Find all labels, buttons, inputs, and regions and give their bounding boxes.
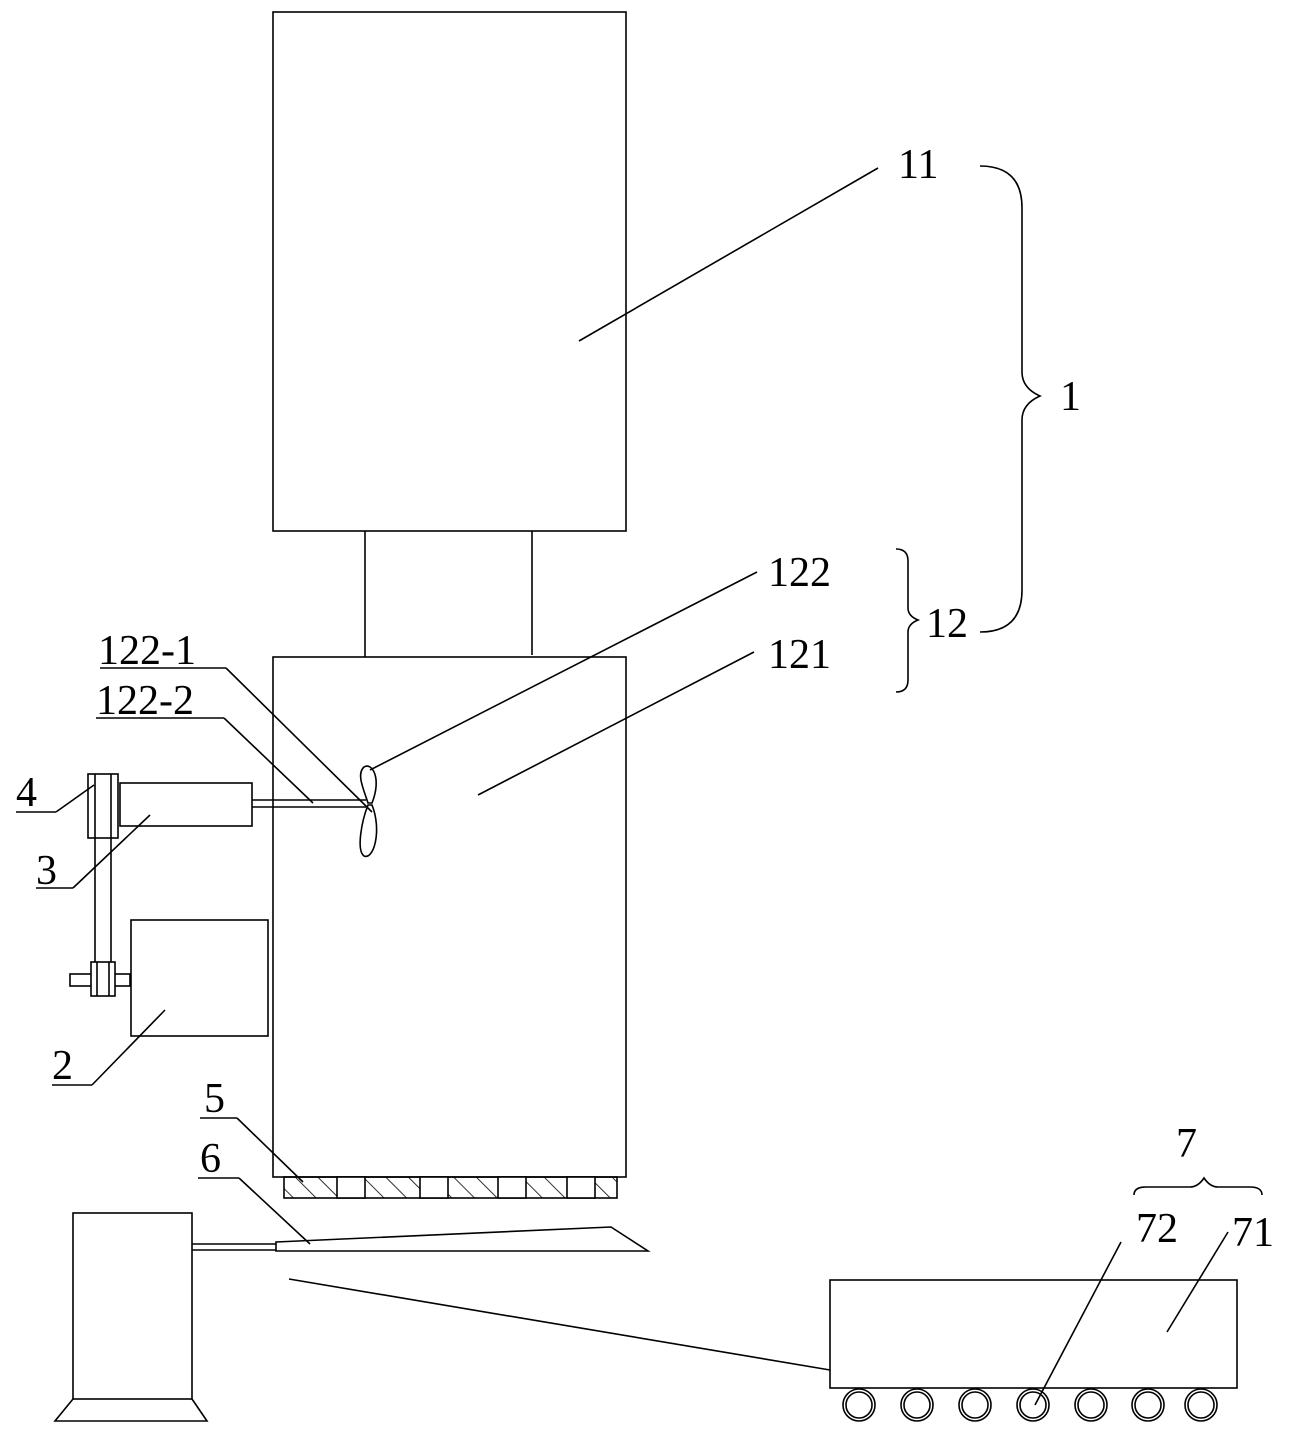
motor-pulley <box>69 961 131 997</box>
conveyor-slope <box>288 1278 831 1371</box>
bottom-plate-5 <box>283 1176 618 1199</box>
label-4: 4 <box>16 770 37 816</box>
label-122-1: 122-1 <box>98 628 196 674</box>
label-72: 72 <box>1136 1206 1178 1252</box>
leader-lines <box>16 167 1229 1406</box>
lower-tank-121 <box>272 656 627 1178</box>
label-1: 1 <box>1060 374 1081 420</box>
label-71: 71 <box>1232 1210 1274 1256</box>
label-2: 2 <box>52 1043 73 1089</box>
pulley-4 <box>87 773 119 839</box>
brace-12 <box>895 548 921 693</box>
drive-belt <box>94 838 112 962</box>
bearing-housing-3 <box>119 782 253 827</box>
pusher-unit <box>53 1212 276 1422</box>
rollers-72 <box>842 1388 1218 1422</box>
label-122: 122 <box>768 550 831 596</box>
upper-tank-11 <box>272 11 627 532</box>
label-12: 12 <box>926 601 968 647</box>
brace-1 <box>979 165 1042 633</box>
label-3: 3 <box>36 848 57 894</box>
label-122-2: 122-2 <box>96 678 194 724</box>
label-121: 121 <box>768 632 831 678</box>
scraper-blade-6 <box>275 1226 651 1252</box>
label-11: 11 <box>898 142 938 188</box>
label-6: 6 <box>200 1136 221 1182</box>
label-5: 5 <box>204 1076 225 1122</box>
label-7: 7 <box>1176 1121 1197 1167</box>
motor-2 <box>130 919 269 1037</box>
propeller-122 <box>359 765 378 857</box>
conveyor-belt-71 <box>829 1279 1238 1389</box>
brace-7 <box>1133 1176 1263 1196</box>
